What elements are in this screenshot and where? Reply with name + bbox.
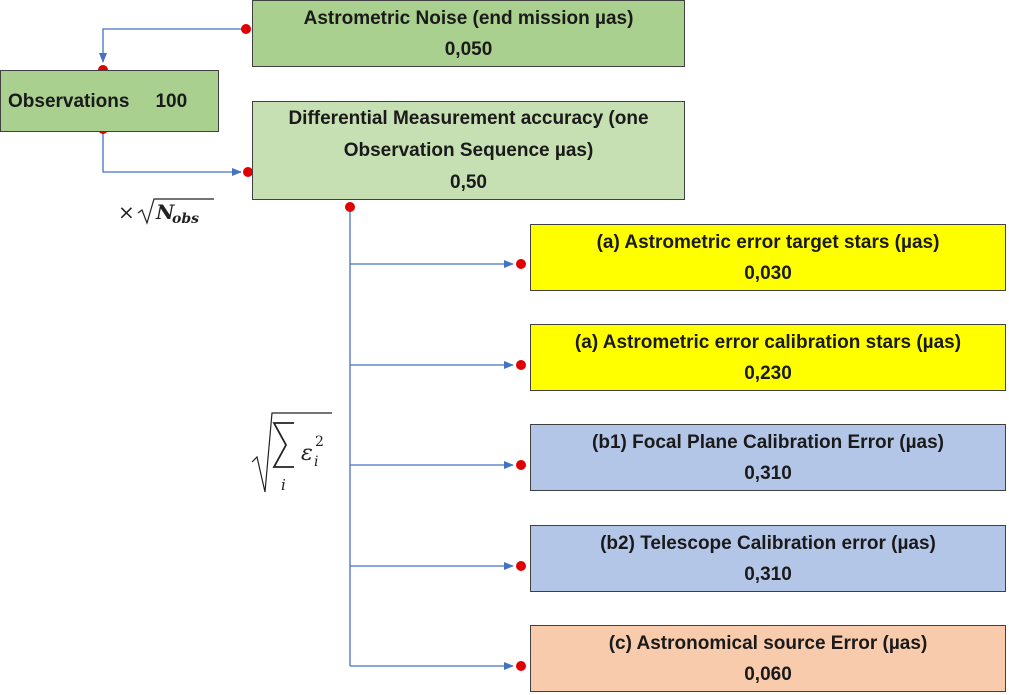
observations-value: 100 [155,90,188,112]
observations-box: Observations 100 [0,70,219,132]
epsilon-symbol: ε [301,441,313,466]
focal-plane-error-title: (b1) Focal Plane Calibration Error (µas) [592,431,944,453]
calibration-stars-error-title: (a) Astrometric error calibration stars … [574,331,962,353]
times-symbol: × [118,200,135,224]
differential-accuracy-title-line2: Observation Sequence µas) [343,139,594,161]
dot-noise-left [241,24,251,34]
target-stars-error-box: (a) Astrometric error target stars (µas)… [530,224,1006,291]
dot-diff-left [243,167,253,177]
nobs-subscript: obs [172,211,199,227]
nobs-base: N [155,200,175,224]
telescope-calibration-error-box: (b2) Telescope Calibration error (µas) 0… [530,525,1006,592]
dot-a-calib-left [516,360,526,370]
astrometric-noise-box: Astrometric Noise (end mission µas) 0,05… [252,0,685,67]
sqrt-nobs-formula: × N obs [118,198,214,227]
dot-b2-left [516,561,526,571]
astronomical-source-error-box: (c) Astronomical source Error (µas) 0,06… [530,625,1006,692]
calibration-stars-error-box: (a) Astrometric error calibration stars … [530,324,1006,391]
differential-accuracy-box: Differential Measurement accuracy (one O… [252,101,685,200]
focal-plane-error-box: (b1) Focal Plane Calibration Error (µas)… [530,424,1006,491]
dot-a-target-left [516,259,526,269]
dot-c-left [516,661,526,671]
telescope-calibration-error-value: 0,310 [744,563,792,585]
connector-noise-to-observations [99,28,247,63]
calibration-stars-error-value: 0,230 [744,362,792,384]
astronomical-source-error-value: 0,060 [744,663,792,685]
root-sum-square-formula: i ε 2 i [251,412,332,494]
target-stars-error-value: 0,030 [744,262,792,284]
focal-plane-error-value: 0,310 [744,462,792,484]
sigma-symbol [272,422,294,468]
astrometric-noise-title: Astrometric Noise (end mission µas) [303,7,634,29]
astronomical-source-error-title: (c) Astronomical source Error (µas) [608,632,928,654]
astrometric-noise-value: 0,050 [444,38,493,60]
differential-accuracy-title-line1: Differential Measurement accuracy (one [288,107,649,129]
epsilon-power: 2 [315,434,324,450]
epsilon-index: i [314,454,318,470]
sqrt-radical [137,198,214,225]
dot-b1-left [516,460,526,470]
observations-title: Observations [8,90,130,112]
sum-index: i [281,476,286,494]
telescope-calibration-error-title: (b2) Telescope Calibration error (µas) [600,532,936,554]
target-stars-error-title: (a) Astrometric error target stars (µas) [596,231,940,253]
dot-diff-bottom [345,202,355,212]
connector-observations-to-diff [102,129,242,176]
differential-accuracy-value: 0,50 [450,171,487,193]
root-radical [251,412,332,493]
